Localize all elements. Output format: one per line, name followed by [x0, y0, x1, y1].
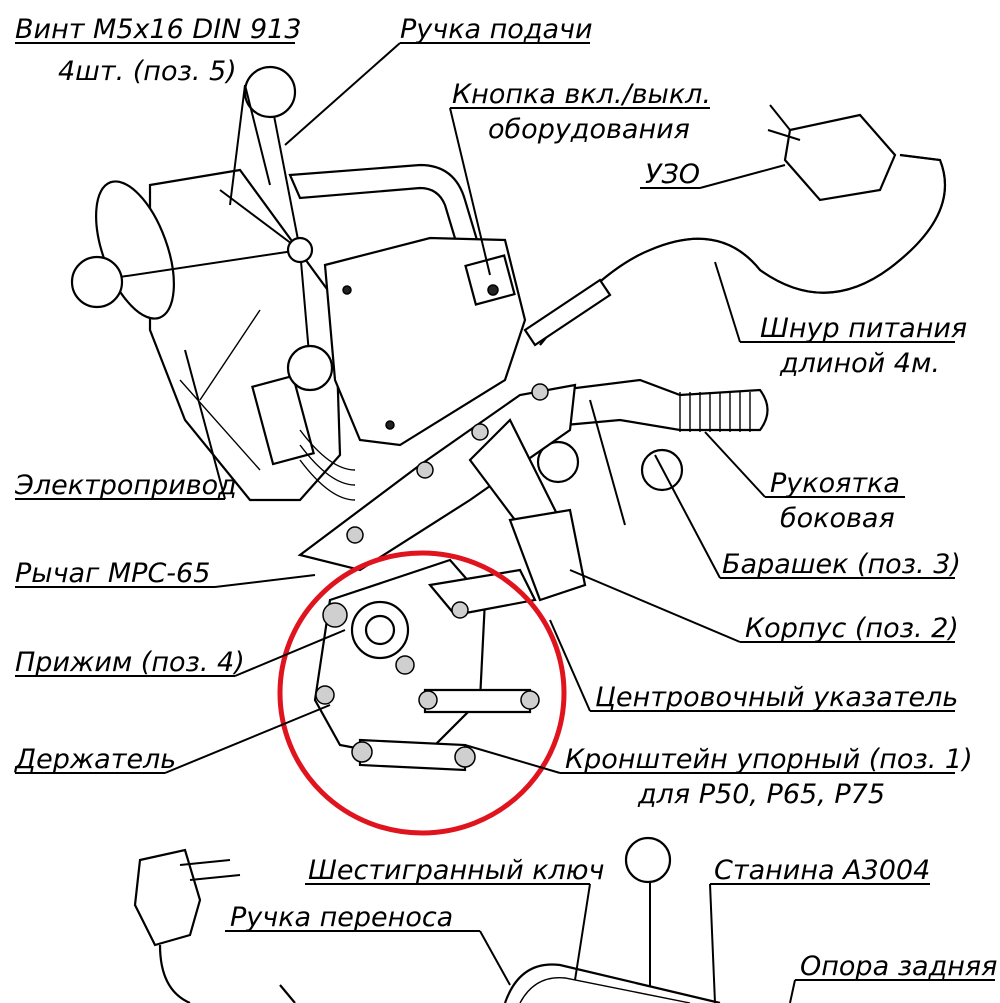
callout-labels: Винт M5x16 DIN 913 4шт. (поз. 5) Ручка п…	[14, 14, 997, 982]
label-carry-handle: Ручка переноса	[230, 902, 453, 933]
label-power-button-line2: оборудования	[488, 114, 690, 145]
label-rear-support: Опора задняя	[800, 951, 997, 982]
power-cord-drawing	[523, 104, 947, 347]
housing-plate	[323, 236, 527, 447]
label-power-cord-line1: Шнур питания	[760, 313, 967, 344]
label-center-pointer: Центровочный указатель	[595, 682, 958, 713]
label-power-button-line1: Кнопка вкл./выкл.	[452, 79, 711, 110]
label-housing: Корпус (поз. 2)	[745, 613, 959, 644]
label-screw: Винт M5x16 DIN 913	[15, 14, 302, 45]
label-holder: Держатель	[14, 744, 176, 775]
label-side-handle-line1: Рукоятка	[770, 468, 900, 499]
label-motor: Электропривод	[14, 470, 237, 501]
label-frame: Станина А3004	[714, 855, 930, 886]
machine-drawing	[70, 65, 947, 1003]
label-bracket-line2: для Р50, Р65, Р75	[637, 779, 885, 810]
label-rcd: УЗО	[645, 159, 700, 190]
label-wing-nut: Барашек (поз. 3)	[722, 549, 961, 580]
leader-lines	[15, 42, 995, 1003]
label-screw-qty: 4шт. (поз. 5)	[58, 56, 237, 87]
label-bracket-line1: Кронштейн упорный (поз. 1)	[565, 744, 973, 775]
label-lever: Рычаг МРС-65	[15, 558, 210, 589]
frame-drawing	[133, 836, 721, 1003]
clamp-assembly	[313, 558, 540, 772]
feed-handle-drawing	[70, 65, 334, 392]
label-clamp: Прижим (поз. 4)	[15, 647, 245, 678]
electric-motor	[95, 168, 356, 502]
highlight-circle	[277, 550, 567, 836]
label-feed-handle: Ручка подачи	[400, 14, 593, 45]
label-side-handle-line2: боковая	[780, 503, 895, 534]
label-hex-key: Шестигранный ключ	[308, 855, 604, 886]
label-power-cord-line2: длиной 4м.	[779, 348, 940, 379]
lever-plate	[297, 383, 587, 602]
